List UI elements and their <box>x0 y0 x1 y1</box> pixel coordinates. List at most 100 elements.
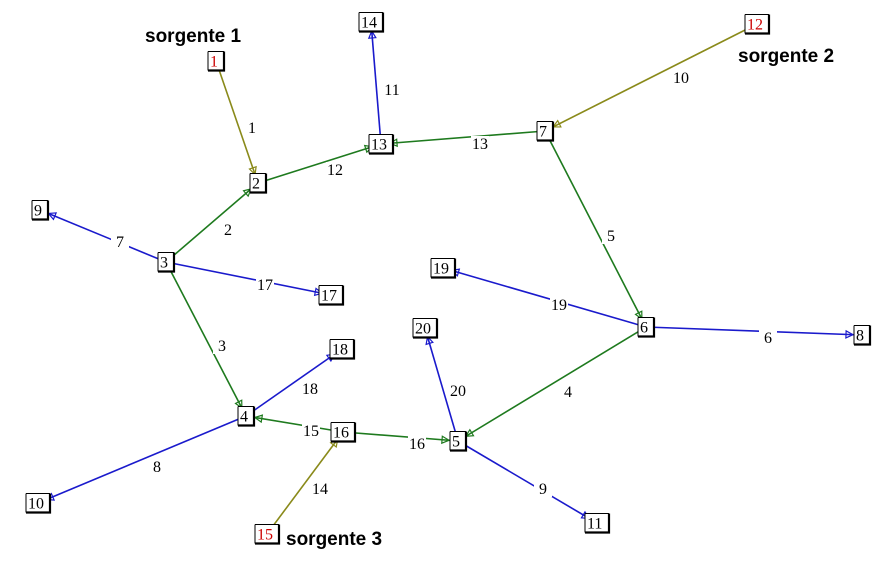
edge-label-bg <box>408 436 426 452</box>
arrow-head <box>845 329 855 339</box>
node-5[interactable]: 5 <box>449 431 468 452</box>
node-border-shadow <box>330 339 356 360</box>
edge-line <box>544 130 647 328</box>
edge-label-bg <box>213 338 231 354</box>
node-8[interactable]: 8 <box>853 325 872 346</box>
edge-4: 4 <box>457 326 647 442</box>
node-label: 7 <box>539 124 547 141</box>
node-20[interactable]: 20 <box>412 318 439 339</box>
edge-label: 17 <box>257 277 273 294</box>
edge-label-bg <box>111 234 129 250</box>
edge-line <box>370 21 382 145</box>
node-box <box>854 325 870 345</box>
edge-2: 2 <box>165 182 259 263</box>
edge-11: 11 <box>367 21 401 145</box>
edge-label-bg <box>219 222 237 238</box>
edge-line <box>457 440 598 524</box>
edge-label: 3 <box>218 338 226 355</box>
edge-line <box>165 261 332 296</box>
node-box <box>32 200 48 220</box>
node-border-shadow <box>208 51 226 72</box>
node-10[interactable]: 10 <box>25 493 52 514</box>
arrow-head <box>441 435 451 445</box>
edge-10: 10 <box>544 23 758 132</box>
node-13[interactable]: 13 <box>368 134 395 155</box>
edge-line <box>165 182 259 263</box>
arrow-head <box>253 414 264 424</box>
node-11[interactable]: 11 <box>584 513 611 534</box>
node-label: 18 <box>332 342 348 359</box>
node-box <box>359 12 383 32</box>
edge-12: 12 <box>257 143 382 184</box>
node-box <box>413 318 437 338</box>
node-17[interactable]: 17 <box>318 285 345 306</box>
node-box <box>208 51 224 71</box>
node-12[interactable]: 12 <box>744 14 771 35</box>
node-box <box>369 134 393 154</box>
node-box <box>26 493 50 513</box>
source-label-3: sorgente 3 <box>286 529 382 550</box>
node-15[interactable]: 15 <box>254 524 281 545</box>
arrow-head <box>425 335 434 346</box>
edge-15: 15 <box>245 414 344 440</box>
edge-19: 19 <box>442 267 647 328</box>
node-box <box>330 339 354 359</box>
arrow-head <box>551 119 562 128</box>
node-19[interactable]: 19 <box>430 258 457 279</box>
node-label: 6 <box>640 320 648 337</box>
edge-label-bg <box>449 383 467 399</box>
node-label: 20 <box>415 321 431 338</box>
node-label: 19 <box>433 261 449 278</box>
node-box <box>319 285 343 305</box>
node-label: 17 <box>321 288 337 305</box>
node-6[interactable]: 6 <box>637 317 656 338</box>
edge-label: 16 <box>409 436 425 453</box>
edge-line <box>39 209 167 263</box>
node-box <box>238 406 254 426</box>
arrow-head <box>248 165 257 176</box>
node-18[interactable]: 18 <box>329 339 356 360</box>
node-border-shadow <box>431 258 457 279</box>
node-label: 9 <box>34 203 42 220</box>
node-16[interactable]: 16 <box>330 422 357 443</box>
edge-label: 2 <box>224 222 232 239</box>
source-label-2: sorgente 2 <box>738 46 834 67</box>
node-2[interactable]: 2 <box>249 173 268 194</box>
edge-label-bg <box>471 136 489 152</box>
edge-17: 17 <box>165 261 332 297</box>
node-14[interactable]: 14 <box>358 12 385 33</box>
node-7[interactable]: 7 <box>536 121 555 142</box>
node-border-shadow <box>585 513 611 534</box>
edge-line <box>424 327 459 442</box>
edge-label: 9 <box>539 481 547 498</box>
node-9[interactable]: 9 <box>31 200 50 221</box>
edge-label: 4 <box>564 384 572 401</box>
edge-label: 7 <box>116 234 124 251</box>
node-border-shadow <box>537 121 555 142</box>
edge-14: 14 <box>266 431 344 535</box>
edge-16: 16 <box>342 431 459 453</box>
edge-label: 11 <box>384 82 399 99</box>
edge-label-bg <box>148 459 166 475</box>
arrow-head <box>234 399 243 410</box>
edge-label-bg <box>301 381 319 397</box>
edge-label-bg <box>672 70 690 86</box>
edge-1: 1 <box>215 60 261 184</box>
node-box <box>431 258 455 278</box>
edge-label: 12 <box>327 162 343 179</box>
node-4[interactable]: 4 <box>237 406 256 427</box>
node-1[interactable]: 1 <box>207 51 226 72</box>
node-border-shadow <box>319 285 345 306</box>
node-3[interactable]: 3 <box>157 252 176 273</box>
node-border-shadow <box>238 406 256 427</box>
node-label: 4 <box>240 409 248 426</box>
edge-line <box>442 267 647 328</box>
node-label: 8 <box>856 328 864 345</box>
edge-7: 7 <box>39 209 167 263</box>
arrow-head <box>47 212 58 221</box>
node-border-shadow <box>450 431 468 452</box>
edge-label-bg <box>550 297 568 313</box>
edge-label: 8 <box>153 459 161 476</box>
